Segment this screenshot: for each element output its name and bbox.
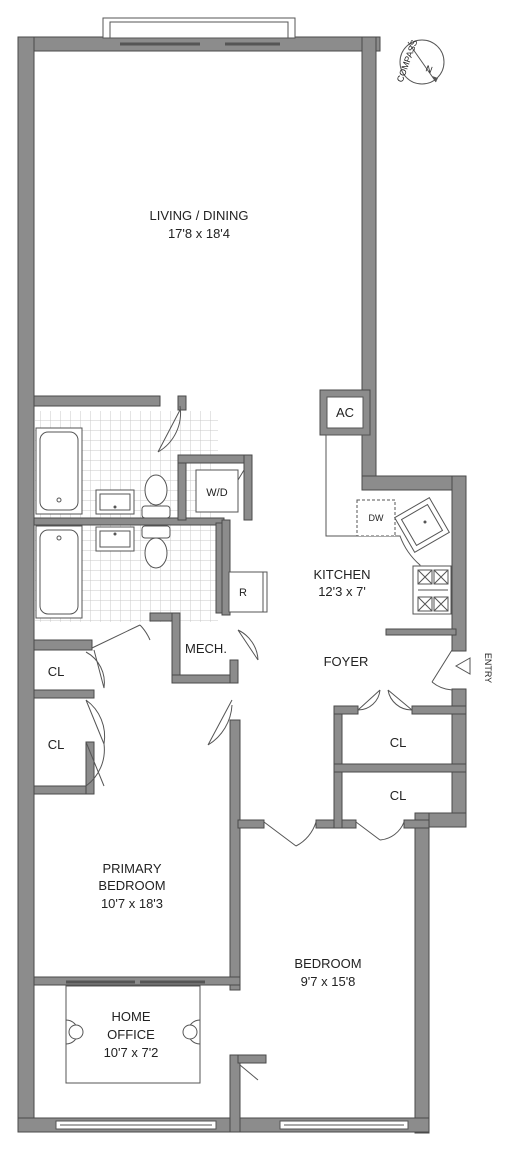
bathtub-lower <box>35 525 83 619</box>
stove <box>412 565 452 615</box>
primary-name-1: PRIMARY <box>103 861 162 876</box>
bay-window <box>102 17 296 46</box>
closet-label-2: CL <box>48 737 65 752</box>
sink-upper <box>95 489 135 515</box>
wd-label: W/D <box>206 487 227 499</box>
office-name-2: OFFICE <box>107 1027 155 1042</box>
ac-label: AC <box>336 405 354 420</box>
interior-walls <box>33 389 467 1133</box>
dishwasher <box>356 499 396 537</box>
closet-label-1: CL <box>48 664 65 679</box>
bedroom-dims: 9'7 x 15'8 <box>301 974 356 989</box>
entry-arrow-icon <box>454 657 471 675</box>
office-name-1: HOME <box>112 1009 151 1024</box>
entry-label: ENTRY <box>483 653 493 683</box>
compass-icon: COMPASS N <box>395 38 445 85</box>
primary-dims: 10'7 x 18'3 <box>101 896 163 911</box>
bathtub-upper <box>35 427 83 515</box>
sink-lower <box>95 526 135 552</box>
mech-label: MECH. <box>185 641 227 656</box>
kitchen-counter <box>325 435 452 613</box>
office-dims: 10'7 x 7'2 <box>104 1045 159 1060</box>
washer-dryer <box>195 469 239 513</box>
r-label: R <box>239 587 247 599</box>
kitchen-dims: 12'3 x 7' <box>318 584 366 599</box>
toilet-lower <box>141 525 171 569</box>
living-dims: 17'8 x 18'4 <box>168 226 230 241</box>
kitchen-sink <box>393 496 451 554</box>
doors <box>66 405 453 1081</box>
closet-label-4: CL <box>390 788 407 803</box>
toilet-upper <box>141 474 171 519</box>
foyer-name: FOYER <box>324 654 369 669</box>
primary-name-2: BEDROOM <box>98 878 165 893</box>
bottom-windows <box>55 1120 409 1130</box>
dw-label: DW <box>369 513 384 523</box>
closet-label-3: CL <box>390 735 407 750</box>
kitchen-name: KITCHEN <box>313 567 370 582</box>
office-desk <box>65 985 201 1084</box>
compass-north: N <box>424 63 434 75</box>
bedroom-name: BEDROOM <box>294 956 361 971</box>
living-name: LIVING / DINING <box>150 208 249 223</box>
